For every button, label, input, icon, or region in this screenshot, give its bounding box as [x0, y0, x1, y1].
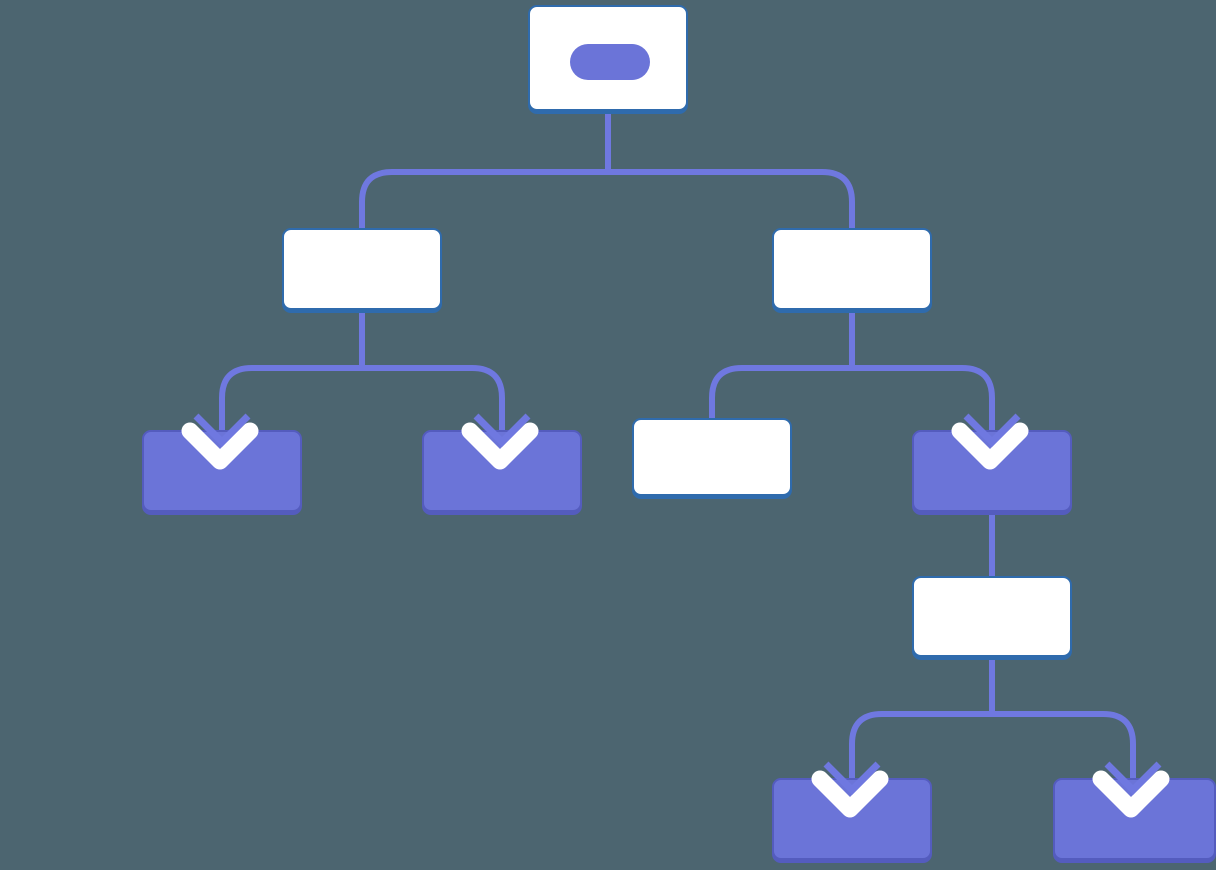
- edge-level2left-to-node-b: [362, 365, 505, 430]
- level3-node-c[interactable]: [632, 418, 792, 496]
- edge-root-to-level2-right: [608, 169, 855, 228]
- level2-left-node[interactable]: [282, 228, 442, 310]
- edge-level4-to-level5-right: [992, 711, 1136, 778]
- level3-node-b[interactable]: [422, 430, 582, 512]
- edge-level2right-to-node-d: [852, 365, 995, 430]
- level5-right-node[interactable]: [1053, 778, 1216, 860]
- root-pill-badge: [570, 44, 650, 80]
- root-node[interactable]: [528, 5, 688, 111]
- level3-node-d[interactable]: [912, 430, 1072, 512]
- level5-left-node[interactable]: [772, 778, 932, 860]
- edge-level4-to-level5-left: [849, 711, 992, 778]
- level2-right-node[interactable]: [772, 228, 932, 310]
- edge-level2right-to-node-c: [709, 365, 852, 418]
- level3-node-a[interactable]: [142, 430, 302, 512]
- edge-root-to-level2-left: [359, 169, 608, 228]
- level4-node[interactable]: [912, 576, 1072, 657]
- edge-level2left-to-node-a: [219, 365, 362, 430]
